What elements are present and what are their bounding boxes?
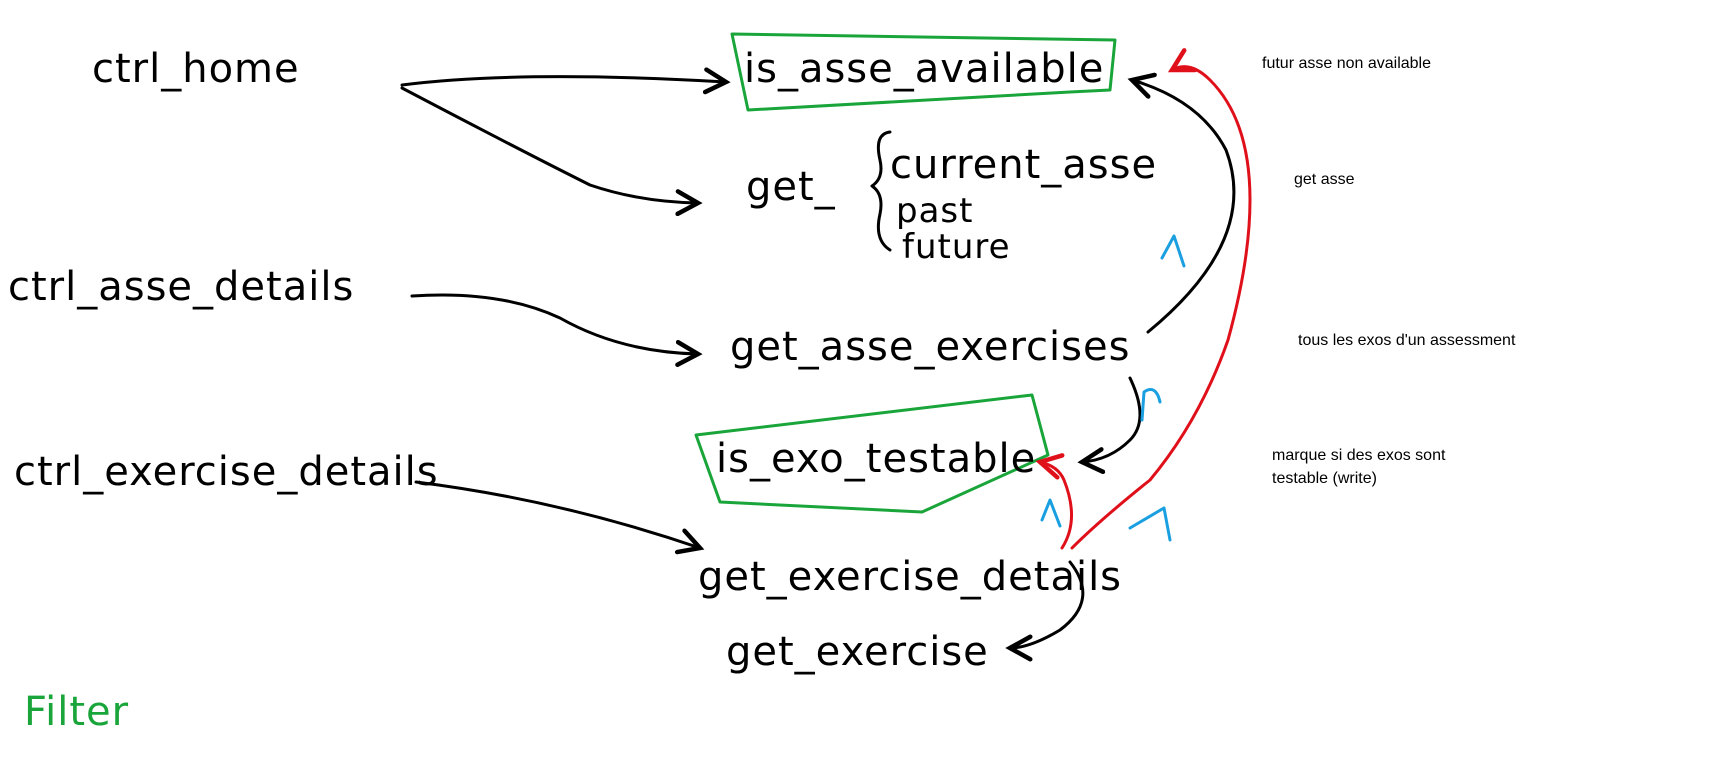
ctrl-home-label: ctrl_home — [92, 46, 300, 92]
ctrl-asse-details-label: ctrl_asse_details — [8, 264, 354, 310]
fn-is-exo-testable: is_exo_testable — [716, 436, 1036, 482]
arrow-exercise-details-to-get-exercise-details — [414, 480, 700, 548]
fn-get-prefix: get_ — [746, 164, 836, 210]
fn-get-asse-exercises: get_asse_exercises — [730, 324, 1130, 370]
fn-past: past — [896, 191, 973, 231]
arrow-home-to-get-current-asse — [400, 86, 698, 203]
note-get-asse: get asse — [1294, 171, 1355, 188]
brace-current-past-future — [870, 130, 892, 252]
note-future-not-available: futur asse non available — [1262, 55, 1431, 72]
filter-box-is-exo-testable — [694, 393, 1050, 514]
note-all-exos: tous les exos d'un assessment — [1298, 332, 1516, 349]
note-mark-testable-line2: testable (write) — [1272, 470, 1377, 487]
red-arrow-to-is-exo-testable — [1040, 462, 1074, 550]
arrow-get-asse-exercises-to-is-asse-available — [1132, 80, 1236, 334]
fn-get-exercise: get_exercise — [726, 629, 989, 675]
arrow-home-to-is-asse-available — [400, 77, 726, 85]
blue-tick-4 — [1128, 506, 1172, 542]
legend-filter: Filter — [24, 689, 129, 735]
fn-get-exercise-details: get_exercise_details — [698, 554, 1122, 600]
arrow-get-exercise-details-to-get-exercise — [1010, 560, 1085, 648]
filter-box-is-asse-available — [730, 32, 1117, 112]
blue-tick-3 — [1040, 498, 1062, 528]
arrow-asse-details-to-get-asse-exercises — [410, 293, 698, 354]
blue-tick-2 — [1140, 388, 1162, 422]
fn-current-asse: current_asse — [890, 142, 1157, 188]
red-arrow-to-is-asse-available — [1070, 67, 1252, 550]
fn-is-asse-available: is_asse_available — [744, 46, 1104, 92]
ctrl-exercise-details-label: ctrl_exercise_details — [14, 449, 439, 495]
blue-tick-1 — [1160, 234, 1186, 268]
fn-future: future — [902, 227, 1011, 267]
arrow-get-asse-exercises-to-is-exo-testable — [1082, 376, 1142, 462]
note-mark-testable-line1: marque si des exos sont — [1272, 447, 1446, 464]
